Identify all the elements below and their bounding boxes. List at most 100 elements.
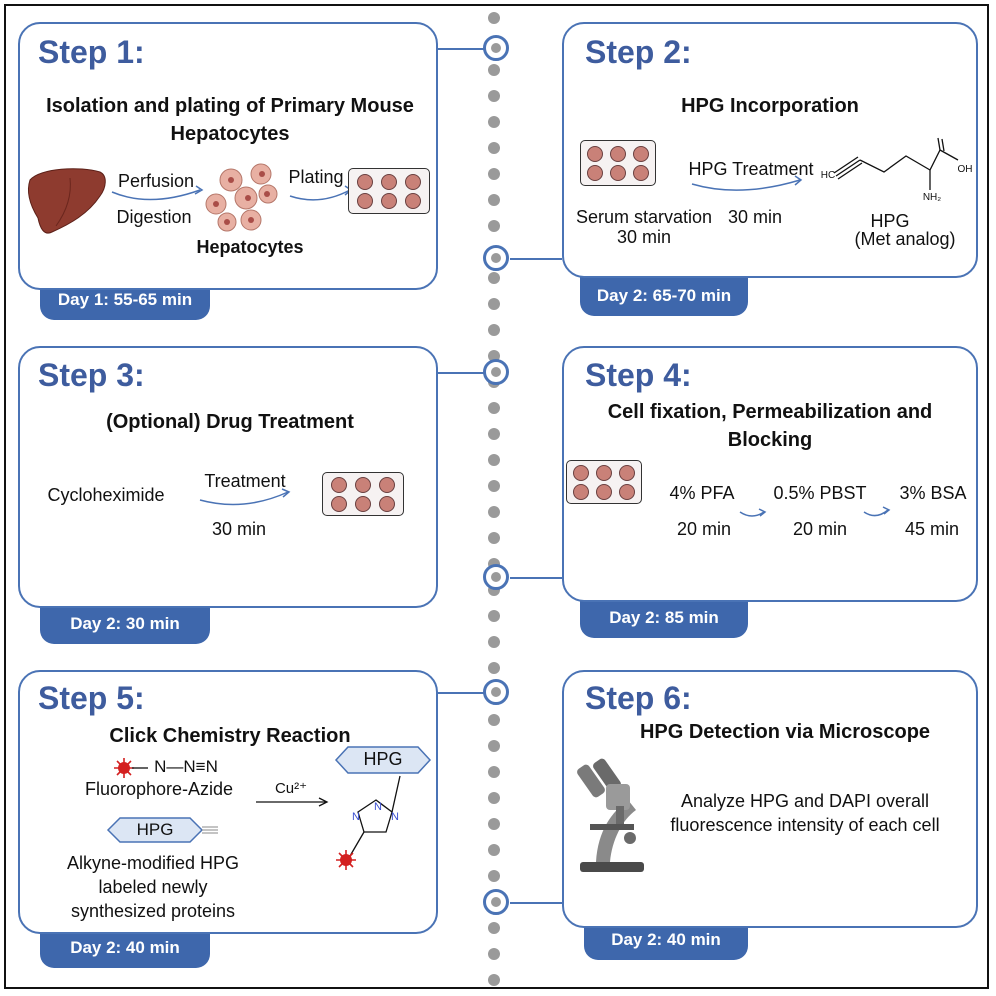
- digestion-label: Digestion: [116, 207, 192, 227]
- connector-step1: [438, 48, 490, 50]
- analyze-line1: Analyze HPG and DAPI overall: [680, 791, 930, 811]
- timeline-dot: [488, 168, 500, 180]
- step5-time-badge: Day 2: 40 min: [40, 928, 210, 968]
- timeline-dot: [488, 116, 500, 128]
- timeline-dot: [488, 12, 500, 24]
- timeline-dot: [488, 948, 500, 960]
- hpg-treatment-time: 30 min: [727, 207, 783, 227]
- met-analog-label: (Met analog): [854, 229, 956, 249]
- timeline-dot: [488, 142, 500, 154]
- alkyne-line3: synthesized proteins: [70, 901, 236, 921]
- timeline-dot: [488, 870, 500, 882]
- timeline-dot: [488, 610, 500, 622]
- connector-step5: [438, 692, 490, 694]
- step3-subtitle: (Optional) Drug Treatment: [106, 411, 354, 433]
- chem-hc-label: HC: [820, 170, 836, 181]
- timeline-dot: [488, 480, 500, 492]
- product-hpg-label: HPG: [363, 749, 403, 769]
- timeline-dot: [488, 662, 500, 674]
- alkyne-line1: Alkyne-modified HPG: [66, 853, 240, 873]
- timeline-node: [483, 35, 509, 61]
- chem-oh-label: OH: [957, 164, 973, 175]
- well-plate-icon: [580, 140, 656, 186]
- drug-treatment-time: 30 min: [211, 519, 267, 539]
- bsa-label: 3% BSA: [899, 483, 967, 503]
- timeline-dot: [488, 194, 500, 206]
- alkyne-line2: labeled newly: [98, 877, 208, 897]
- step3-time-badge: Day 2: 30 min: [40, 604, 210, 644]
- connector-step3: [438, 372, 490, 374]
- bsa-time: 45 min: [904, 519, 960, 539]
- timeline-dot: [488, 454, 500, 466]
- timeline-dot: [488, 90, 500, 102]
- catalyst-label: Cu²⁺: [274, 780, 308, 797]
- triazole-n-1: N: [374, 801, 382, 813]
- hpg-label: HPG: [870, 211, 910, 231]
- step6-subtitle: HPG Detection via Microscope: [639, 721, 931, 743]
- serum-starvation-label: Serum starvation: [575, 207, 713, 227]
- step6-card: [562, 670, 978, 928]
- timeline-dot: [488, 220, 500, 232]
- step4-title: Step 4:: [585, 357, 692, 393]
- step2-time-badge: Day 2: 65-70 min: [580, 276, 748, 316]
- well-plate-icon: [566, 460, 642, 504]
- pfa-label: 4% PFA: [669, 483, 735, 503]
- pfa-time: 20 min: [676, 519, 732, 539]
- step2-title: Step 2:: [585, 34, 692, 70]
- timeline-node: [483, 889, 509, 915]
- step4-time-badge: Day 2: 85 min: [580, 598, 748, 638]
- timeline-dot: [488, 818, 500, 830]
- step1-subtitle: Isolation and plating of Primary Mouse H…: [46, 95, 414, 145]
- timeline-node: [483, 245, 509, 271]
- step1-title: Step 1:: [38, 34, 145, 70]
- step5-title: Step 5:: [38, 680, 145, 716]
- connector-step6: [510, 902, 562, 904]
- step1-card: [18, 22, 438, 290]
- timeline-dot: [488, 974, 500, 986]
- azide-formula: N—N≡N: [154, 757, 218, 776]
- timeline-node: [483, 564, 509, 590]
- drug-treatment-label: Treatment: [204, 471, 286, 491]
- plating-label: Plating: [288, 167, 344, 187]
- connector-step4: [510, 577, 562, 579]
- timeline-node: [483, 359, 509, 385]
- pbst-time: 20 min: [792, 519, 848, 539]
- serum-starvation-time: 30 min: [616, 227, 672, 247]
- fluorophore-azide-label: Fluorophore-Azide: [84, 779, 234, 799]
- chem-nh2-label: NH₂: [922, 192, 942, 203]
- hpg-treatment-label: HPG Treatment: [688, 159, 814, 179]
- timeline-dot: [488, 922, 500, 934]
- cycloheximide-label: Cycloheximide: [47, 485, 165, 505]
- timeline-dot: [488, 714, 500, 726]
- timeline-dot: [488, 844, 500, 856]
- step3-title: Step 3:: [38, 357, 145, 393]
- well-plate-icon: [322, 472, 404, 516]
- triazole-n-3: N: [352, 811, 360, 823]
- outer-frame: [4, 4, 989, 989]
- timeline-dot: [488, 64, 500, 76]
- timeline: [487, 12, 501, 987]
- timeline-dot: [488, 766, 500, 778]
- timeline-dot: [488, 428, 500, 440]
- timeline-dot: [488, 298, 500, 310]
- timeline-node: [483, 679, 509, 705]
- timeline-dot: [488, 506, 500, 518]
- timeline-dot: [488, 532, 500, 544]
- step5-subtitle: Click Chemistry Reaction: [109, 725, 351, 747]
- analyze-line2: fluorescence intensity of each cell: [670, 815, 940, 835]
- pbst-label: 0.5% PBST: [773, 483, 867, 503]
- triazole-n-2: N: [391, 811, 399, 823]
- step4-subtitle: Cell fixation, Permeabilization and Bloc…: [607, 401, 933, 451]
- perfusion-label: Perfusion: [117, 171, 195, 191]
- timeline-dot: [488, 324, 500, 336]
- timeline-dot: [488, 272, 500, 284]
- hpg-tag-label: HPG: [136, 820, 174, 839]
- connector-step2: [510, 258, 562, 260]
- timeline-dot: [488, 636, 500, 648]
- step6-title: Step 6:: [585, 680, 692, 716]
- hepatocytes-label: Hepatocytes: [196, 237, 304, 257]
- well-plate-icon: [348, 168, 430, 214]
- step2-subtitle: HPG Incorporation: [681, 95, 859, 117]
- timeline-dot: [488, 792, 500, 804]
